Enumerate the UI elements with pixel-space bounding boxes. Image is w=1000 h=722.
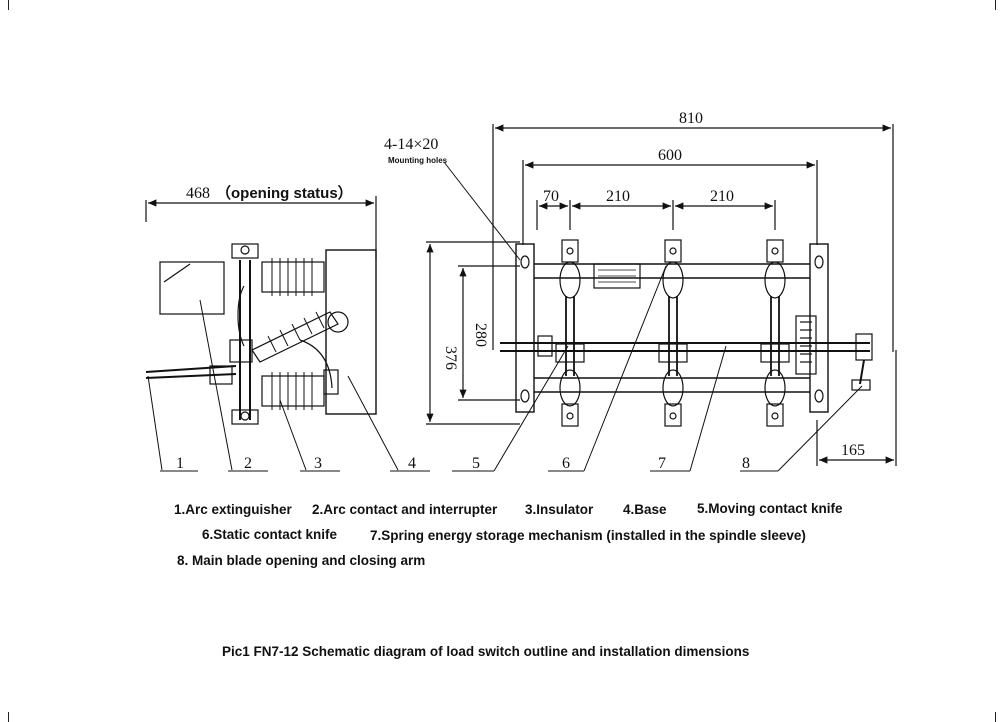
- legend-item-4: 4.Base: [623, 502, 667, 517]
- operating-arm: [537, 315, 873, 391]
- legend-item-3: 3.Insulator: [525, 502, 594, 517]
- crop-mark-bottom-right: [995, 712, 996, 722]
- crop-mark-top-left: [8, 0, 9, 10]
- callout-numbers: 1 2 3 4 5 6 7 8: [176, 455, 750, 472]
- front-leaders: [443, 161, 863, 472]
- callout-5: 5: [472, 455, 480, 472]
- legend-item-7: 7.Spring energy storage mechanism (insta…: [370, 528, 806, 543]
- legend-item-2: 2.Arc contact and interrupter: [312, 502, 498, 517]
- callout-4: 4: [408, 455, 416, 472]
- pole-2: [658, 239, 688, 427]
- dim-first-pitch: 70: [543, 188, 559, 205]
- callout-2: 2: [244, 455, 252, 472]
- callout-7: 7: [658, 455, 666, 472]
- dim-mounting-span: 600: [658, 147, 682, 164]
- dim-pitch-a: 210: [606, 188, 630, 205]
- pole-3: [760, 239, 790, 427]
- dim-holes: 4-14×20: [384, 136, 438, 153]
- legend-item-5: 5.Moving contact knife: [697, 501, 843, 516]
- dim-overall-width: 810: [679, 110, 703, 127]
- callout-1: 1: [176, 455, 184, 472]
- callout-3: 3: [314, 455, 322, 472]
- front-view: [426, 124, 897, 466]
- dim-height-outer: 376: [442, 346, 459, 370]
- legend-item-6: 6.Static contact knife: [202, 527, 338, 542]
- legend-item-8: 8. Main blade opening and closing arm: [177, 553, 426, 568]
- dim-side-width: 468: [186, 185, 210, 202]
- figure-caption: Pic1 FN7-12 Schematic diagram of load sw…: [222, 644, 750, 659]
- dim-side-note: （opening status）: [216, 184, 353, 202]
- callout-6: 6: [562, 455, 570, 472]
- crop-mark-bottom-left: [8, 712, 9, 722]
- dim-height-inner: 280: [472, 323, 489, 347]
- dim-holes-note: Mounting holes: [388, 156, 448, 165]
- side-view: [145, 196, 377, 425]
- side-leaders: [147, 299, 430, 472]
- callout-8: 8: [742, 455, 750, 472]
- legend-item-1: 1.Arc extinguisher: [174, 502, 292, 517]
- dimension-labels: 468 （opening status） 810 600 70 210 210 …: [186, 110, 865, 459]
- crop-mark-top-right: [995, 0, 996, 10]
- dim-pitch-b: 210: [710, 188, 734, 205]
- pole-1: [555, 239, 585, 427]
- dim-arm-offset: 165: [841, 442, 865, 459]
